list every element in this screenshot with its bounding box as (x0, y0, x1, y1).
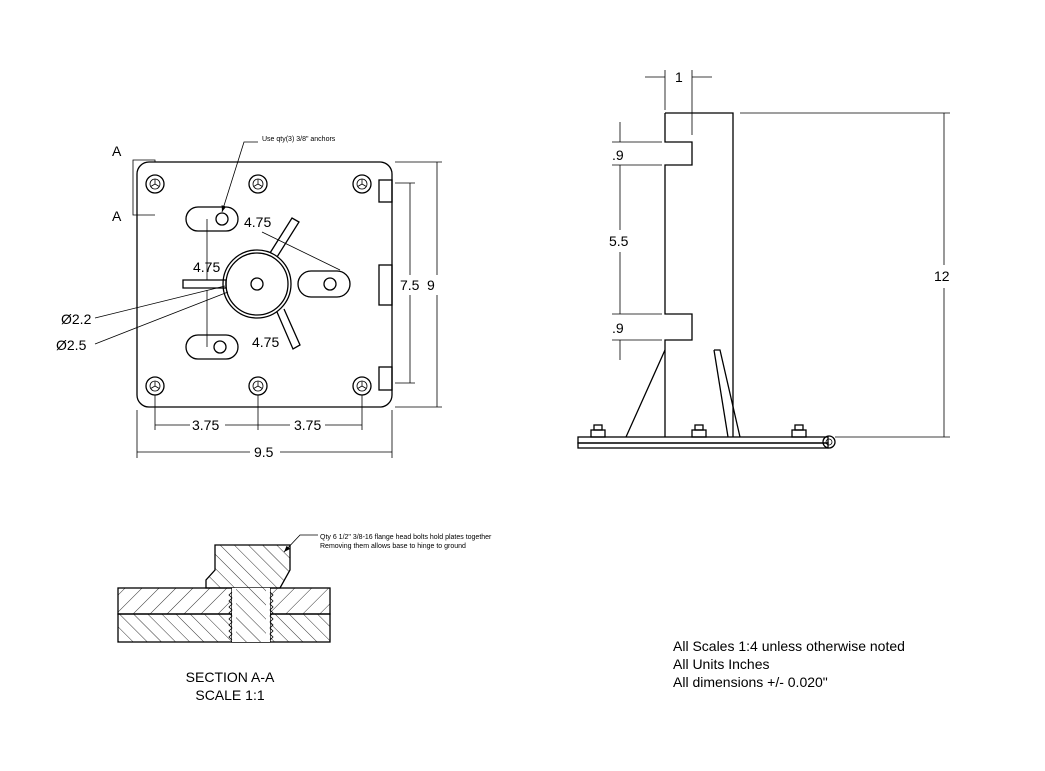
dim-d-inner: Ø2.2 (61, 311, 92, 327)
note-scale: All Scales 1:4 unless otherwise noted (673, 638, 905, 654)
bolt-icons (145, 174, 372, 396)
section-scale: SCALE 1:1 (195, 687, 265, 703)
anchor-note: Use qty(3) 3/8" anchors (262, 136, 336, 143)
dim-notch2: .9 (612, 320, 624, 336)
dim-width: 9.5 (254, 444, 274, 460)
dim-slot-left: 4.75 (193, 259, 220, 275)
dim-tab-span: 7.5 (400, 277, 420, 293)
bolt-note-line2: Removing them allows base to hinge to gr… (320, 543, 466, 550)
dim-slot-lower: 4.75 (252, 334, 279, 350)
general-notes: All Scales 1:4 unless otherwise noted Al… (673, 637, 905, 691)
dim-d-outer: Ø2.5 (56, 337, 87, 353)
dim-top: 1 (675, 69, 683, 85)
dim-notch1: .9 (612, 147, 624, 163)
dim-side-height: 12 (934, 268, 950, 284)
dim-gap: 5.5 (609, 233, 629, 249)
section-caption: SECTION A-A SCALE 1:1 (160, 668, 300, 704)
dim-height: 9 (427, 277, 435, 293)
side-view: 1 .9 5.5 .9 12 (577, 69, 950, 449)
dim-slot-upper: 4.75 (244, 214, 271, 230)
dim-half-right: 3.75 (294, 417, 321, 433)
section-view: Qty 6 1/2" 3/8-16 flange head bolts hold… (117, 534, 492, 643)
section-title: SECTION A-A (185, 669, 275, 685)
section-label-top: A (112, 143, 122, 159)
section-label-bottom: A (112, 208, 122, 224)
note-tolerance: All dimensions +/- 0.020" (673, 674, 828, 690)
bolt-note-line1: Qty 6 1/2" 3/8-16 flange head bolts hold… (320, 534, 492, 541)
note-units: All Units Inches (673, 656, 770, 672)
dim-half-left: 3.75 (192, 417, 219, 433)
top-view: A A Use qty(3) 3/8" anchors 4.75 4.75 4.… (56, 136, 442, 460)
